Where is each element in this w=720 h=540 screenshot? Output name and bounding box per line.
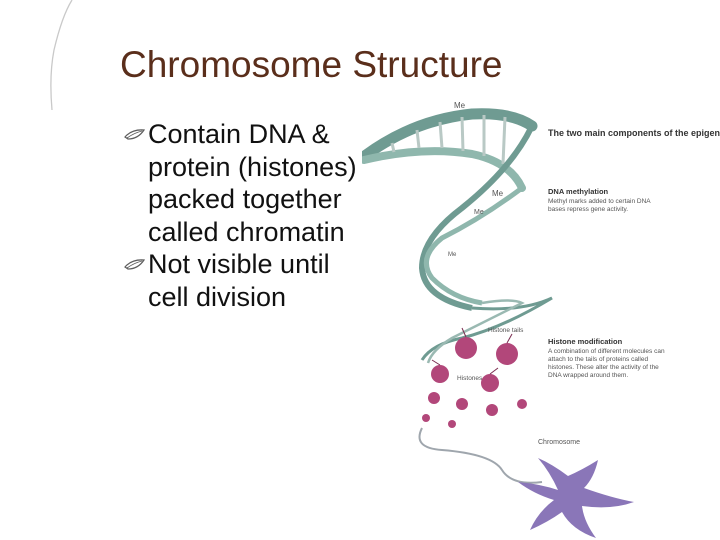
histone-tails-label: Histone tails	[488, 327, 524, 334]
methyl-label: Me	[474, 209, 484, 216]
epigenetics-illustration: Me Me Me Me	[362, 101, 720, 538]
histones-label: Histones	[457, 375, 483, 382]
slide-title: Chromosome Structure	[120, 44, 503, 85]
histone-mod-desc: A combination of different molecules can…	[548, 348, 665, 379]
methylation-desc: Methyl marks added to certain DNA bases …	[548, 198, 651, 213]
chromosome-label: Chromosome	[538, 439, 580, 446]
bullet-item: Contain DNA & protein (histones) packed …	[124, 118, 374, 248]
figure-heading: The two main components of the epigeneti…	[548, 128, 720, 138]
methyl-label: Me	[454, 101, 466, 110]
bullet-list: Contain DNA & protein (histones) packed …	[124, 118, 374, 313]
methyl-label: Me	[448, 252, 457, 258]
methyl-label: Me	[492, 189, 504, 198]
bullet-leaf-icon	[124, 129, 146, 140]
chromosome	[518, 458, 634, 538]
bullet-text: Contain DNA & protein (histones) packed …	[148, 119, 357, 247]
histone-mod-heading: Histone modification	[548, 337, 623, 346]
corner-arc-decoration	[50, 0, 73, 111]
methylation-heading: DNA methylation	[548, 187, 609, 196]
bullet-item: Not visible until cell division	[124, 248, 374, 313]
dna-ribbon	[362, 108, 553, 364]
histone-mod-desc-box: A combination of different molecules can…	[548, 348, 665, 379]
bullet-text: Not visible until cell division	[148, 249, 330, 312]
bullet-leaf-icon	[124, 259, 146, 270]
methylation-desc-box: Methyl marks added to certain DNA bases …	[548, 198, 651, 213]
histones	[422, 327, 527, 428]
